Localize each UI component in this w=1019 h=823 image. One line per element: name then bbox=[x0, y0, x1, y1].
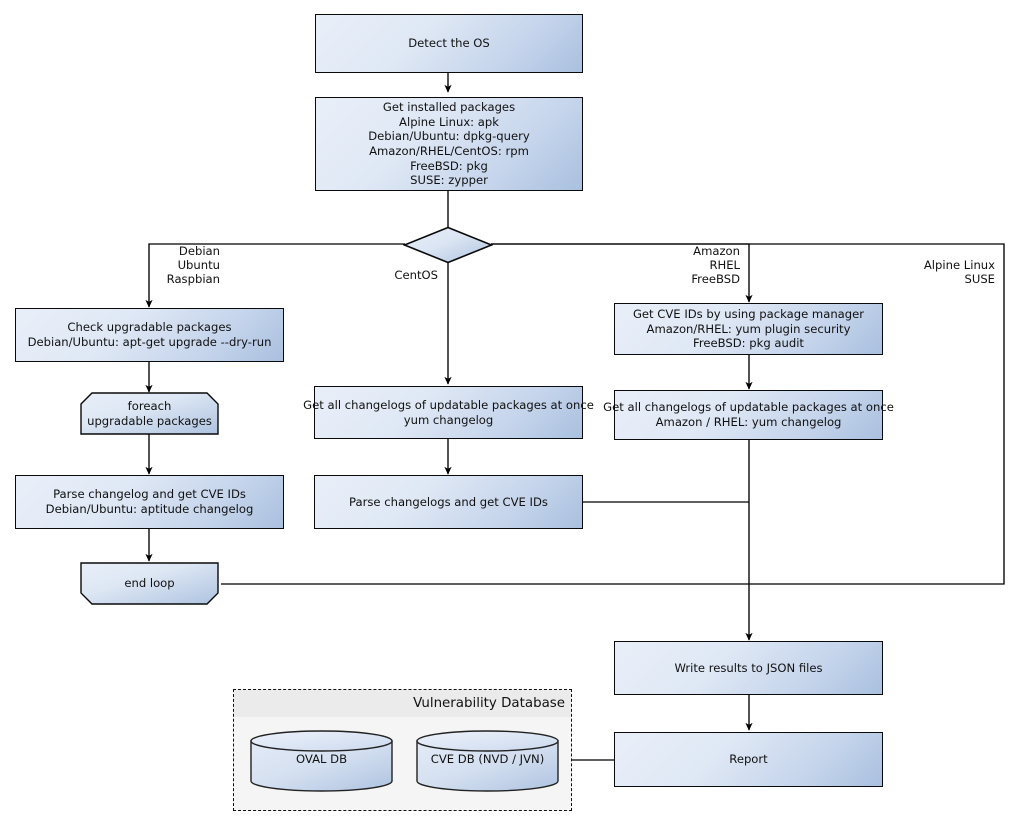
line-4: FreeBSD: pkg bbox=[410, 158, 488, 173]
branch-label-debian-2: Raspbian bbox=[166, 272, 220, 287]
branch-label-debian-1: Ubuntu bbox=[177, 258, 220, 273]
database-cylinder-cve[interactable] bbox=[415, 730, 560, 792]
line-1: Debian/Ubuntu: apt-get upgrade --dry-run bbox=[27, 335, 272, 349]
node-report[interactable]: Report bbox=[614, 732, 883, 787]
node-end-loop[interactable]: end loop bbox=[80, 562, 219, 605]
vulnerability-database-group: Vulnerability Database OVAL DB bbox=[233, 689, 572, 811]
line-3: Amazon/RHEL/CentOS: rpm bbox=[369, 144, 529, 158]
branch-label-debian: Debian Ubuntu Raspbian bbox=[138, 244, 220, 287]
node-parse-changelogs-centos[interactable]: Parse changelogs and get CVE IDs bbox=[314, 475, 583, 529]
database-cylinder-oval[interactable] bbox=[249, 730, 394, 792]
end-loop-text: end loop bbox=[124, 576, 175, 591]
node-detect-os-label: Detect the OS bbox=[408, 36, 490, 51]
branch-label-alpine-1: SUSE bbox=[964, 272, 995, 287]
node-report-label: Report bbox=[729, 752, 768, 767]
line-0: Get installed packages bbox=[382, 100, 516, 115]
vulnerability-database-title: Vulnerability Database bbox=[413, 696, 565, 711]
line-1: Debian/Ubuntu: aptitude changelog bbox=[45, 502, 254, 516]
node-foreach-loop[interactable]: foreach upgradable packages bbox=[80, 392, 219, 435]
branch-label-alpine: Alpine Linux SUSE bbox=[900, 258, 995, 286]
branch-label-amazon-0: Amazon bbox=[693, 244, 740, 258]
line-5: SUSE: zypper bbox=[410, 173, 488, 188]
vulnerability-database-title-bar: Vulnerability Database bbox=[234, 690, 571, 717]
end-loop-shape bbox=[80, 562, 219, 605]
os-decision-diamond[interactable] bbox=[403, 226, 493, 264]
line-1: Alpine Linux: apk bbox=[399, 114, 499, 129]
line-1: Amazon/RHEL: yum plugin security bbox=[646, 321, 851, 336]
node-end-loop-label: end loop bbox=[80, 562, 219, 605]
line-0: Parse changelog and get CVE IDs bbox=[53, 487, 246, 502]
edge-decision-to-debian bbox=[145, 243, 405, 308]
node-get-cve-ids-pkgmgr[interactable]: Get CVE IDs by using package manager Ama… bbox=[614, 303, 883, 355]
branch-label-centos-0: CentOS bbox=[394, 268, 438, 282]
node-write-results[interactable]: Write results to JSON files bbox=[614, 641, 883, 695]
line-0: Get CVE IDs by using package manager bbox=[632, 307, 865, 322]
node-changelogs-amazon[interactable] bbox=[614, 390, 883, 440]
line-1: upgradable packages bbox=[87, 413, 212, 428]
node-detect-os[interactable]: Detect the OS bbox=[315, 14, 583, 73]
line-0: Check upgradable packages bbox=[67, 320, 232, 335]
node-check-upgradable[interactable]: Check upgradable packages Debian/Ubuntu:… bbox=[15, 308, 284, 362]
node-parse-changelogs-centos-label: Parse changelogs and get CVE IDs bbox=[349, 494, 548, 509]
branch-label-debian-0: Debian bbox=[178, 244, 220, 258]
branch-label-amazon: Amazon RHEL FreeBSD bbox=[660, 244, 740, 287]
branch-label-centos: CentOS bbox=[376, 268, 438, 282]
line-0: foreach bbox=[127, 398, 172, 413]
line-2: Debian/Ubuntu: dpkg-query bbox=[368, 129, 530, 144]
node-parse-changelog-debian[interactable]: Parse changelog and get CVE IDs Debian/U… bbox=[15, 475, 284, 529]
branch-label-amazon-2: FreeBSD bbox=[691, 272, 740, 287]
database-cylinder-oval-label: OVAL DB bbox=[295, 752, 348, 766]
branch-label-alpine-0: Alpine Linux bbox=[923, 258, 995, 272]
node-foreach-loop-label: foreach upgradable packages bbox=[80, 392, 219, 435]
foreach-shape bbox=[80, 392, 219, 435]
node-changelogs-centos[interactable] bbox=[314, 386, 583, 439]
edge-decision-to-alpine bbox=[221, 243, 1005, 585]
line-2: FreeBSD: pkg audit bbox=[693, 336, 804, 351]
branch-label-amazon-1: RHEL bbox=[709, 258, 740, 273]
node-get-installed-packages[interactable]: Get installed packages Alpine Linux: apk… bbox=[315, 97, 583, 191]
database-cylinder-cve-label: CVE DB (NVD / JVN) bbox=[430, 752, 545, 766]
node-write-results-label: Write results to JSON files bbox=[674, 660, 823, 675]
